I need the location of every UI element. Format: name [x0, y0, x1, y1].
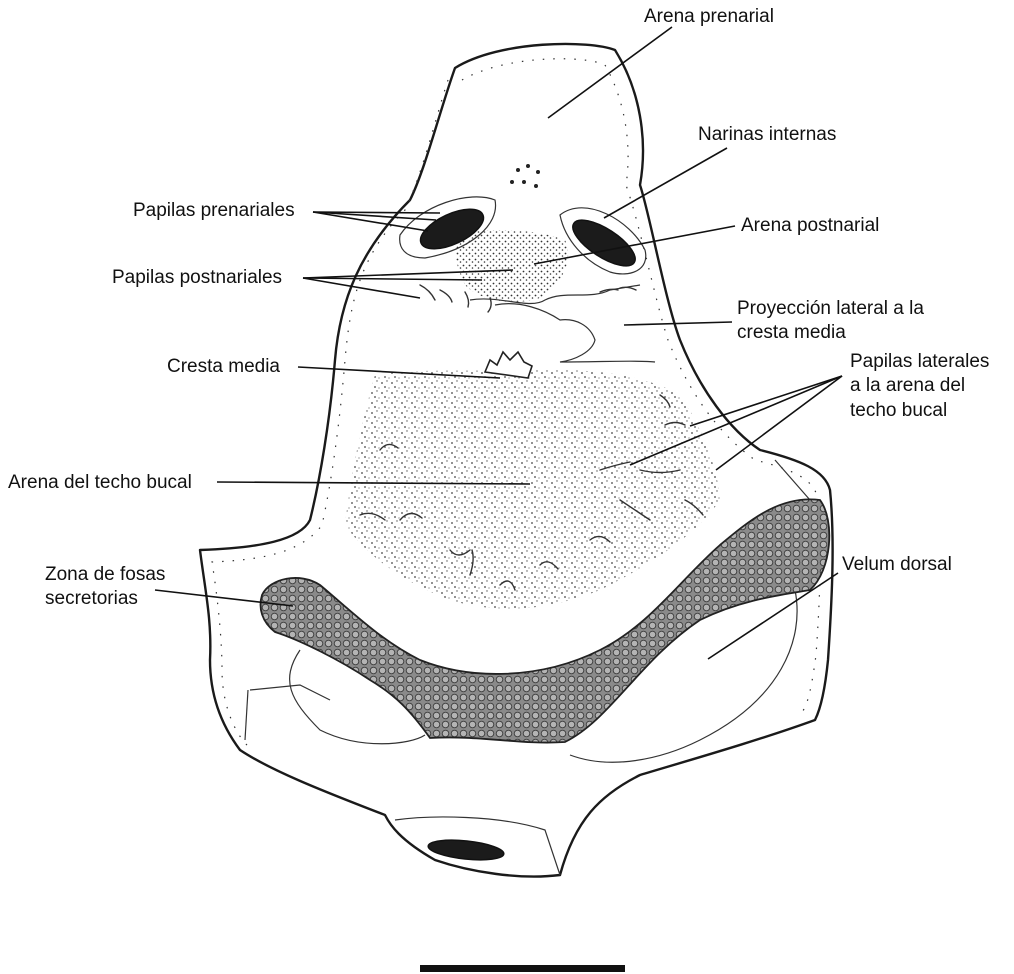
- label-papilas-prenariales: Papilas prenariales: [133, 200, 295, 221]
- label-papilas-laterales-line2: a la arena del: [850, 375, 965, 396]
- label-papilas-laterales-line1: Papilas laterales: [850, 351, 989, 372]
- label-arena-techo-bucal: Arena del techo bucal: [8, 472, 192, 493]
- label-velum-dorsal: Velum dorsal: [842, 554, 952, 575]
- label-papilas-postnariales: Papilas postnariales: [112, 267, 282, 288]
- label-narinas-internas: Narinas internas: [698, 124, 836, 145]
- label-arena-postnarial: Arena postnarial: [741, 215, 879, 236]
- scale-bar: [420, 965, 625, 972]
- label-proyeccion-line2: cresta media: [737, 322, 846, 343]
- label-papilas-laterales-line3: techo bucal: [850, 400, 947, 421]
- label-proyeccion-line1: Proyección lateral a la: [737, 298, 924, 319]
- label-zona-fosas-line2: secretorias: [45, 588, 138, 609]
- label-cresta-media: Cresta media: [167, 356, 280, 377]
- label-arena-prenarial: Arena prenarial: [644, 6, 774, 27]
- label-zona-fosas-line1: Zona de fosas: [45, 564, 165, 585]
